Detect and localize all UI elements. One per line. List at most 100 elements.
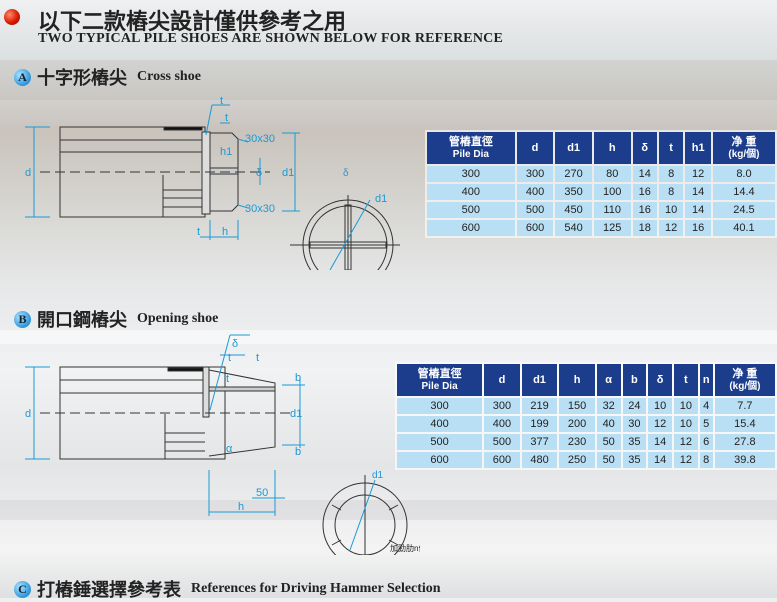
dim-t-label: t — [197, 226, 200, 238]
dim-d-label: d — [25, 167, 31, 179]
table-cell: 400 — [484, 416, 520, 432]
circle-d1-label: d1 — [372, 470, 384, 481]
chamfer-label-top: 30x30 — [245, 133, 275, 145]
table-cell: 16 — [685, 220, 711, 236]
section-title-en: Cross shoe — [137, 69, 201, 84]
table-cell: 18 — [632, 220, 657, 236]
table-cell: 16 — [632, 202, 657, 218]
table-cell: 600 — [397, 452, 483, 468]
section-title-en: Opening shoe — [137, 311, 219, 326]
table-cell: 24.5 — [712, 202, 775, 218]
table-cell: 12 — [673, 452, 698, 468]
weld-t-label: t — [256, 352, 259, 364]
rib-delta-label: δ — [343, 168, 349, 179]
dim-d1-label: d1 — [290, 408, 302, 420]
table-cell: 100 — [593, 184, 631, 200]
dim-h-label: h — [238, 501, 244, 513]
table-cell: 8 — [658, 166, 684, 182]
col-t: t — [673, 364, 698, 396]
table-cell: 50 — [596, 452, 621, 468]
table-cell: 40 — [596, 416, 621, 432]
table-cell: 15.4 — [714, 416, 775, 432]
section-badge: B — [14, 310, 31, 328]
table-cell: 40.1 — [712, 220, 775, 236]
table-cell: 10 — [673, 398, 698, 414]
weld-t-label: t — [228, 352, 231, 364]
table-cell: 230 — [559, 434, 595, 450]
page-title: 以下二款樁尖設計僅供參考之用 — [38, 9, 347, 34]
table-cell: 600 — [427, 220, 515, 236]
opening-shoe-drawing: d d1 b b δ t t t α 50 h d1 加勁肋n條 — [25, 334, 420, 555]
section-badge: A — [14, 68, 31, 86]
table-cell: 540 — [555, 220, 592, 236]
table-cell: 200 — [559, 416, 595, 432]
table-cell: 39.8 — [714, 452, 775, 468]
table-cell: 125 — [593, 220, 631, 236]
table-cell: 110 — [593, 202, 631, 218]
rib-note-label: 加勁肋n條 — [390, 543, 420, 553]
col-alpha: α — [596, 364, 621, 396]
table-cell: 450 — [555, 202, 592, 218]
section-a-heading: A 十字形樁尖 Cross shoe — [14, 64, 201, 90]
dim-t-label: t — [226, 373, 229, 385]
table-cell: 600 — [484, 452, 520, 468]
bullet-icon — [4, 9, 20, 25]
table-cell: 500 — [484, 434, 520, 450]
table-cell: 35 — [622, 452, 647, 468]
table-cell: 10 — [673, 416, 698, 432]
table-cell: 14 — [648, 434, 672, 450]
col-t: t — [658, 132, 684, 164]
table-cell: 80 — [593, 166, 631, 182]
col-delta: δ — [648, 364, 672, 396]
col-d1: d1 — [555, 132, 592, 164]
dim-h-label: h — [222, 226, 228, 238]
section-title-en: References for Driving Hammer Selection — [191, 581, 441, 596]
table-cell: 10 — [648, 398, 672, 414]
table-cell: 8 — [658, 184, 684, 200]
dim-alpha-label: α — [226, 443, 233, 455]
table-cell: 600 — [516, 220, 554, 236]
table-cell: 250 — [559, 452, 595, 468]
table-cell: 4 — [699, 398, 713, 414]
col-h: h — [593, 132, 631, 164]
table-cell: 14 — [648, 452, 672, 468]
table-cell: 500 — [516, 202, 554, 218]
col-h1: h1 — [685, 132, 711, 164]
table-cell: 14 — [632, 166, 657, 182]
table-cell: 300 — [397, 398, 483, 414]
table-cell: 300 — [516, 166, 554, 182]
section-title-zh: 打樁錘選擇參考表 — [37, 580, 181, 600]
table-cell: 150 — [559, 398, 595, 414]
table-cell: 219 — [521, 398, 558, 414]
col-weight: 净 重(kg/個) — [714, 364, 775, 396]
table-cell: 270 — [555, 166, 592, 182]
col-d: d — [516, 132, 554, 164]
col-d1: d1 — [521, 364, 558, 396]
table-cell: 16 — [632, 184, 657, 200]
col-delta: δ — [632, 132, 657, 164]
col-b: b — [622, 364, 647, 396]
table-cell: 500 — [427, 202, 515, 218]
background-photo — [0, 60, 777, 100]
table-cell: 50 — [596, 434, 621, 450]
col-weight: 净 重(kg/個) — [712, 132, 775, 164]
chamfer-label-bottom: 30x30 — [245, 203, 275, 215]
cross-shoe-drawing: d d1 30x30 30x30 t h t t h1 δ d1 δ — [25, 95, 400, 270]
page-subtitle: TWO TYPICAL PILE SHOES ARE SHOWN BELOW F… — [38, 31, 503, 46]
table-cell: 350 — [555, 184, 592, 200]
dim-delta-label: δ — [256, 167, 262, 179]
table-cell: 199 — [521, 416, 558, 432]
col-n: n — [699, 364, 713, 396]
table-cell: 400 — [427, 184, 515, 200]
weld-t-label: t — [225, 112, 228, 124]
dim-d-label: d — [25, 408, 31, 420]
section-b-heading: B 開口鋼樁尖 Opening shoe — [14, 306, 218, 332]
background-pipe — [0, 500, 777, 520]
